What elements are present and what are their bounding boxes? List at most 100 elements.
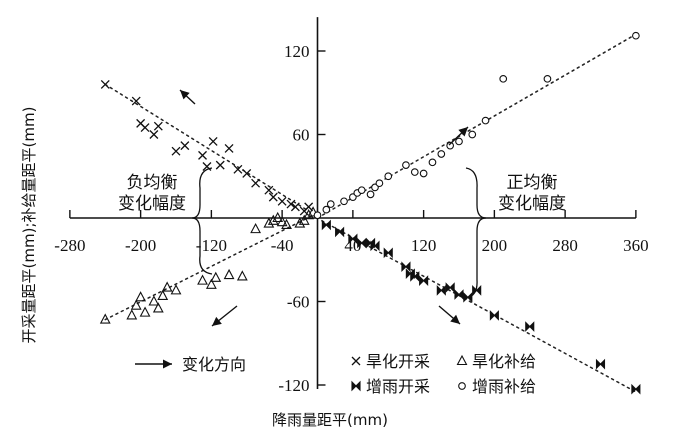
dry-extraction-point [131,96,141,106]
dry-recharge-point [126,309,138,320]
wet-extraction-point [321,219,331,231]
direction-legend-arrowhead [163,359,172,369]
y-tick-label: -60 [287,293,310,312]
x-tick-label: 200 [482,236,508,255]
direction-arrow [179,89,196,105]
wet-extraction-point [631,383,641,395]
wet-extraction-point [595,358,606,370]
dry-extraction-point [233,164,243,174]
positive-balance-label-line2: 变化幅度 [498,194,566,214]
negative-balance-label-line2: 变化幅度 [118,194,186,214]
dry-recharge-point [210,271,222,282]
dry-extraction-point [171,146,181,156]
x-tick-label: -40 [271,236,294,255]
trend-line [104,214,314,321]
dry-recharge-point [139,306,151,317]
wet-recharge-point [375,179,384,188]
wet-recharge-point [499,74,508,83]
legend-marker-shape [351,380,361,392]
legend-item-wet-recharge: 增雨补给 [458,377,536,396]
dry-extraction-point [304,202,314,212]
dry-extraction-point [140,123,150,133]
wet-recharge-point [428,158,437,167]
dry-recharge-point [276,215,288,227]
legend-marker-dry-recharge [456,354,468,366]
wet-extraction-point [489,310,499,321]
dry-recharge-point [148,295,160,306]
x-tick-label: -120 [196,236,227,255]
data-points [99,31,641,395]
dry-extraction-point [208,136,218,146]
wet-recharge-point [437,150,446,158]
legend-marker-shape [351,356,361,366]
wet-recharge-point [313,211,322,220]
dry-recharge-point [303,209,315,220]
dry-extraction-point [180,141,190,151]
dry-recharge-point [130,299,142,310]
legend-label-wet-extraction: 增雨开采 [366,377,430,396]
dry-recharge-point [236,270,248,281]
dry-recharge-point [99,313,111,324]
wet-extraction-point [357,237,367,249]
dry-extraction-point [242,169,252,178]
negative-balance-label-line1: 负均衡 [127,173,178,193]
wet-recharge-point [543,74,552,83]
direction-arrow [438,305,461,325]
wet-extraction-point [401,261,411,273]
y-axis-title: 开采量距平(mm);补给量距平(mm) [20,107,38,344]
dry-extraction-point [224,143,234,153]
positive-balance-label-line1: 正均衡 [507,173,558,193]
dry-extraction-point [149,130,159,139]
legend: 旱化开采 旱化补给 增雨开采 增雨补给 [351,352,536,396]
wet-extraction-point [472,285,482,296]
x-tick-label: -280 [54,236,85,255]
legend-label-wet-recharge: 增雨补给 [472,377,536,396]
dry-recharge-point [298,214,310,225]
dry-extraction-point [100,79,110,89]
wet-recharge-point [384,172,393,181]
dry-recharge-point [152,302,164,313]
trend-line [316,33,637,219]
wet-recharge-point [632,31,640,40]
legend-label-dry-extraction: 旱化开采 [366,352,430,371]
wet-recharge-point [455,137,463,146]
dry-recharge-point [170,284,182,295]
wet-recharge-point [410,168,419,176]
y-tick-label: -120 [278,376,309,395]
wet-recharge-point [446,141,455,150]
x-tick-label: 120 [411,236,437,255]
dry-recharge-point [307,206,319,217]
wet-recharge-point [326,200,335,208]
wet-recharge-point [402,161,410,169]
dry-extraction-point [268,192,278,202]
dry-extraction-point [153,121,163,131]
wet-extraction-point [335,226,345,238]
legend-marker-shape [458,382,466,390]
wet-extraction-point [525,321,535,332]
dry-extraction-point [198,150,207,160]
dry-recharge-point [135,291,147,302]
trend-lines [104,33,637,393]
dry-recharge-point [205,278,217,289]
x-tick-label: 360 [623,236,649,255]
dry-recharge-point [223,268,235,280]
wet-extraction-point [419,275,429,286]
y-tick-label: 60 [293,126,310,145]
wet-extraction-point [445,282,455,293]
dry-recharge-point [197,274,208,285]
wet-recharge-point [366,190,375,199]
trend-line [104,83,310,212]
wet-extraction-point [348,233,358,245]
wet-extraction-point [436,285,446,296]
wet-recharge-point [322,205,331,214]
dry-recharge-point [281,218,292,230]
direction-legend-label: 变化方向 [182,355,246,374]
positive-balance-brace [465,167,487,299]
dry-extraction-point [290,202,300,212]
wet-recharge-point [468,130,477,139]
legend-marker-dry-extraction [351,356,361,366]
legend-label-dry-recharge: 旱化补给 [472,352,536,371]
dry-recharge-point [250,222,262,234]
